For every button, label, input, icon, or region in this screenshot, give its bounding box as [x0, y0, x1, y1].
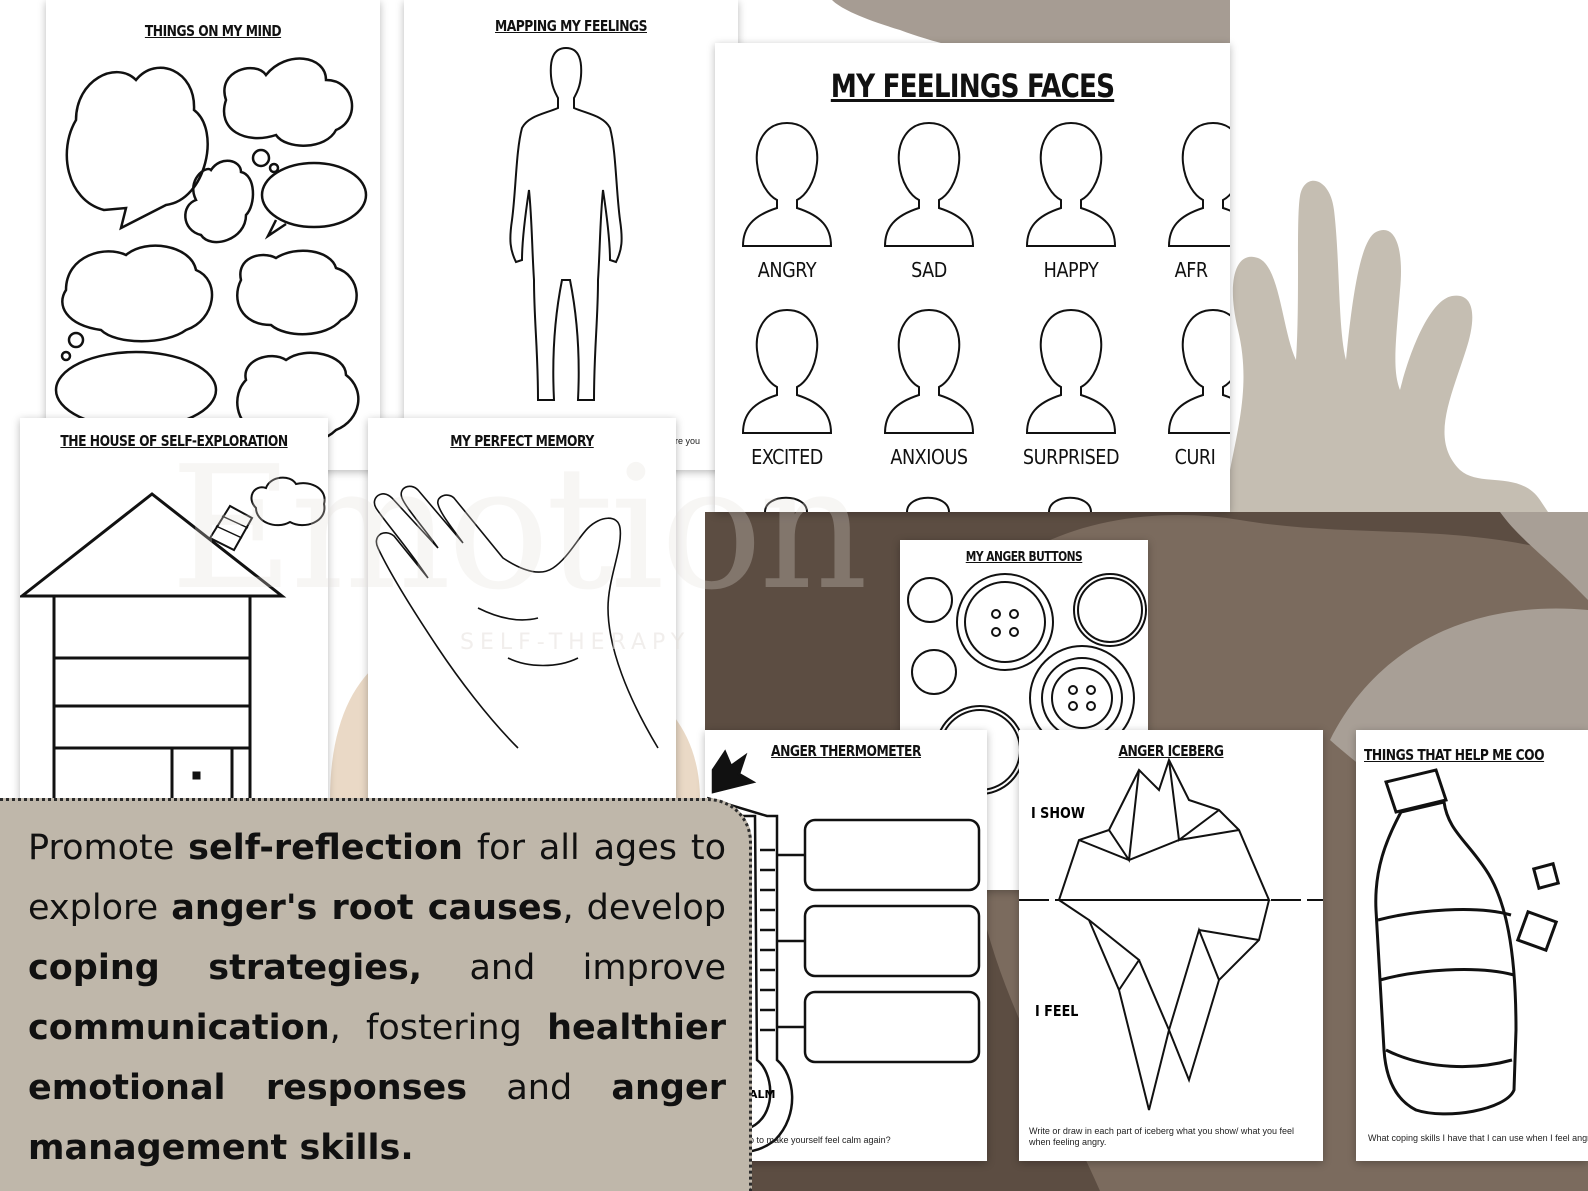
promo-text-part: Promote: [28, 828, 189, 868]
hand-silhouette: [1230, 180, 1548, 513]
promo-highlight-coping-strategies: coping strategies,: [28, 948, 423, 988]
sheet-note: o to make yourself feel calm again?: [749, 1135, 891, 1145]
iceberg-illustration: [1019, 757, 1323, 1111]
worksheet-mapping-my-feelings: MAPPING MY FEELINGS are you: [404, 0, 738, 470]
sheet-title: MY FEELINGS FACES: [830, 67, 1115, 105]
face-outline-happy: [1025, 121, 1117, 247]
sheet-note: Write or draw in each part of iceberg wh…: [1029, 1126, 1294, 1147]
face-outline-excited: [741, 308, 833, 434]
promo-panel-border: [0, 798, 752, 1191]
face-label-curious: CURI: [1174, 445, 1216, 469]
water-bottle-illustration: [1374, 768, 1561, 1116]
worksheet-house-of-self-exploration: THE HOUSE OF SELF-EXPLORATION: [20, 418, 328, 808]
promo-highlight-self-reflection: self-reflection: [188, 828, 463, 868]
face-label-anxious: ANXIOUS: [890, 445, 968, 469]
promo-text-part: , develop: [562, 888, 726, 928]
promo-text-part: and improve: [422, 948, 726, 988]
promo-text-part: , fostering: [329, 1008, 548, 1048]
calm-label: ALM: [749, 1088, 776, 1101]
face-outline-surprised: [1025, 308, 1117, 434]
grey-corner: [1500, 512, 1588, 600]
promo-highlight-root-causes: anger's root causes: [171, 888, 563, 928]
sheet-title: THINGS ON MY MIND: [144, 22, 282, 40]
face-label-happy: HAPPY: [1043, 258, 1099, 282]
sheet-title: ANGER ICEBERG: [1118, 742, 1224, 760]
promo-highlight-communication: communication: [28, 1008, 330, 1048]
promo-panel: [0, 798, 752, 1191]
promo-highlight-healthier-responses: healthier emotional responses: [28, 1008, 726, 1108]
face-outline-anxious: [883, 308, 975, 434]
face-outline-afraid: [1167, 121, 1230, 247]
worksheet-anger-iceberg: ANGER ICEBERG I SHOW I FEEL Write or dra…: [1019, 730, 1323, 1161]
sheet-title: MY ANGER BUTTONS: [965, 550, 1083, 565]
face-label-excited: EXCITED: [751, 445, 823, 469]
face-outline-sad: [883, 121, 975, 247]
thought-bubbles-illustration: [54, 57, 368, 446]
open-hand-illustration: [373, 485, 659, 749]
sheet-title: THINGS THAT HELP ME COO: [1364, 746, 1545, 764]
sheet-title: MY PERFECT MEMORY: [450, 432, 594, 450]
face-label-surprised: SURPRISED: [1022, 445, 1120, 469]
sheet-title: ANGER THERMOMETER: [771, 742, 921, 760]
worksheet-my-perfect-memory: MY PERFECT MEMORY: [368, 418, 676, 808]
thermometer-illustration: [706, 749, 981, 1153]
face-label-angry: ANGRY: [757, 258, 817, 282]
face-outline-curious: [1167, 308, 1230, 434]
sheet-note-fragment: are you: [670, 436, 701, 446]
promo-highlight-anger-management: anger management skills.: [28, 1068, 726, 1168]
worksheet-my-feelings-faces: MY FEELINGS FACES ANGRY SAD HAPPY AFR EX…: [715, 43, 1230, 512]
body-outline-illustration: [509, 46, 623, 401]
promo-text-part: and: [467, 1068, 612, 1108]
sheet-title: MAPPING MY FEELINGS: [494, 17, 647, 35]
face-outlines: [741, 121, 1230, 512]
face-label-sad: SAD: [911, 258, 947, 282]
promo-text-part: for all ages to explore: [28, 828, 727, 928]
house-illustration: [20, 476, 326, 808]
face-outline-angry: [741, 121, 833, 247]
worksheet-anger-thermometer: ANGER THERMOMETER ALM o to make yourself…: [705, 730, 987, 1161]
sheet-title: THE HOUSE OF SELF-EXPLORATION: [60, 432, 288, 450]
promo-text: Promote self-reflection for all ages to …: [28, 818, 726, 1178]
i-show-label: I SHOW: [1031, 804, 1085, 822]
face-label-afraid: AFR: [1174, 258, 1209, 282]
worksheet-things-that-help: THINGS THAT HELP ME COO What coping skil…: [1356, 730, 1588, 1161]
worksheet-things-on-my-mind: THINGS ON MY MIND: [46, 0, 380, 470]
sheet-note: What coping skills I have that I can use…: [1368, 1133, 1588, 1143]
i-feel-label: I FEEL: [1035, 1002, 1079, 1020]
